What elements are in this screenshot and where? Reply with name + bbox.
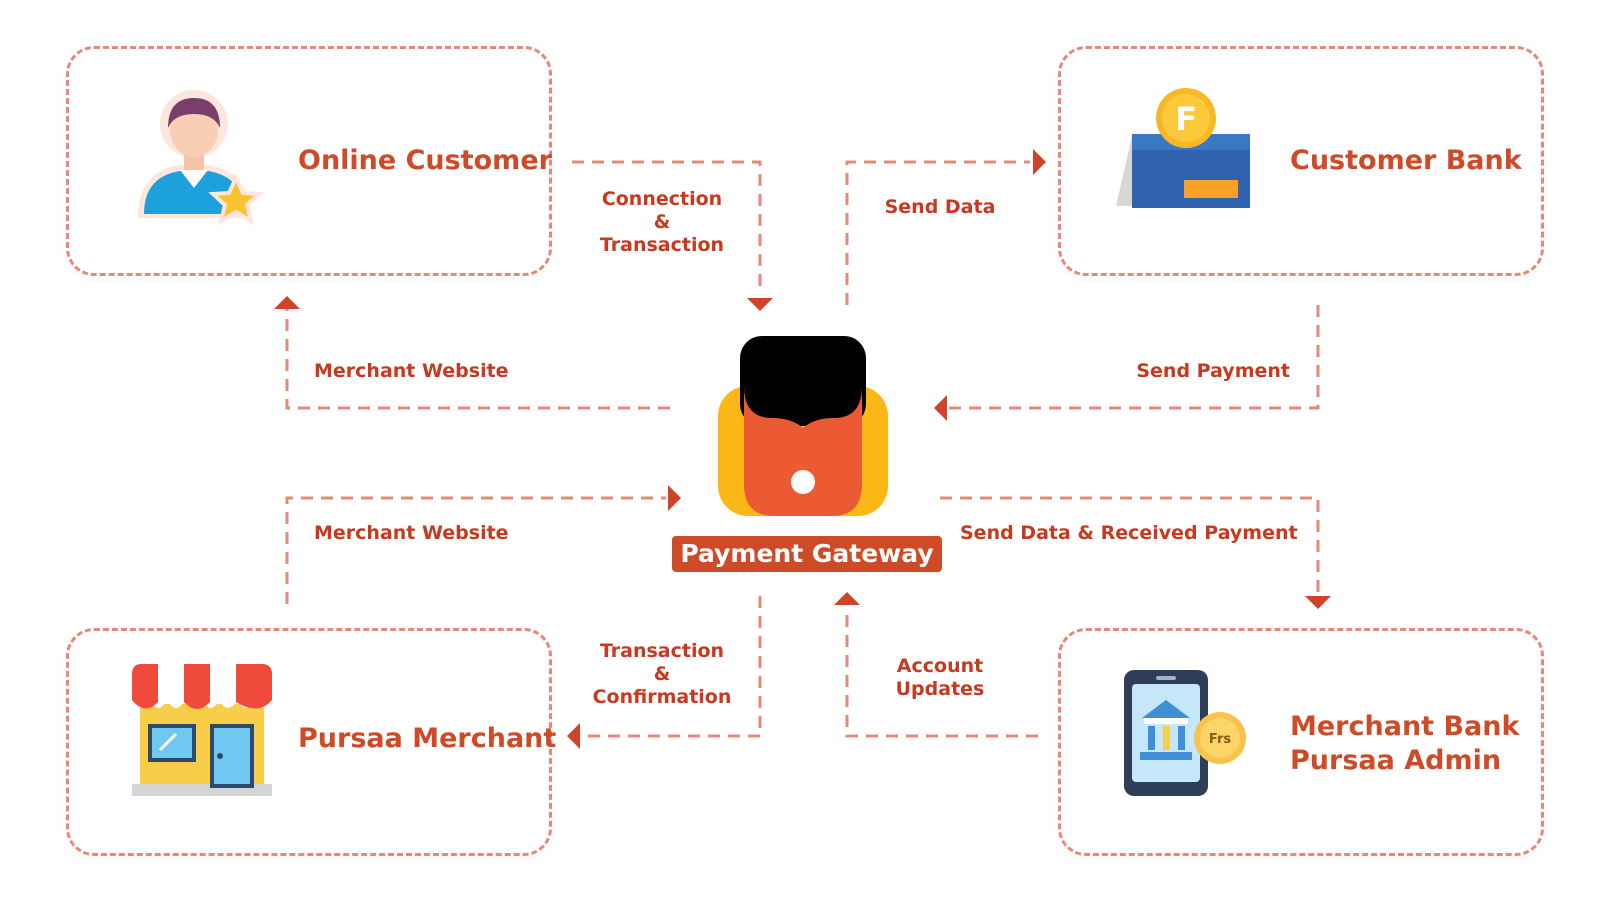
gateway-label: Payment Gateway (672, 536, 942, 572)
edge-label-send-data-received: Send Data & Received Payment (960, 522, 1298, 544)
customer-bank-title: Customer Bank (1290, 145, 1522, 176)
connector-send-data (845, 160, 1030, 305)
arrow-up-gateway-bottom (834, 592, 860, 605)
edge-label-connection: Connection & Transaction (582, 188, 742, 257)
connector-connection (572, 160, 762, 292)
mobile-bank-coin-icon: Frs (1124, 670, 1246, 796)
connection-line-1: Connection (601, 188, 723, 210)
connector-send-payment (948, 305, 1320, 410)
connector-merchant-website-top (285, 308, 670, 410)
edge-label-merchant-website-top: Merchant Website (314, 360, 509, 382)
transaction-line-1: Transaction (599, 640, 725, 662)
edge-label-account-updates: Account Updates (880, 655, 1000, 701)
arrow-left-gateway-right (934, 395, 947, 421)
connection-line-3: Transaction (599, 234, 725, 256)
edge-label-merchant-website-bottom: Merchant Website (314, 522, 509, 544)
pursaa-merchant-title: Pursaa Merchant (298, 723, 557, 754)
arrow-right-gateway-left (668, 485, 681, 511)
connector-transaction (582, 596, 762, 738)
wallet-icon (718, 336, 888, 516)
arrow-right-customer-bank (1033, 149, 1046, 175)
connection-line-2: & (653, 211, 671, 233)
user-star-icon (138, 90, 264, 226)
online-customer-title: Online Customer (298, 145, 552, 176)
arrow-up-online-customer (274, 296, 300, 309)
storefront-icon (132, 664, 272, 796)
transaction-line-2: & (653, 663, 671, 685)
online-customer-box (66, 46, 552, 276)
coin-letter: F (1175, 100, 1197, 138)
merchant-bank-title-line1: Merchant Bank (1290, 711, 1520, 742)
arrow-left-pursaa-merchant (567, 723, 580, 749)
bank-card-coin-icon: F (1116, 88, 1250, 208)
merchant-bank-title-line2: Pursaa Admin (1290, 745, 1502, 776)
transaction-line-3: Confirmation (592, 686, 732, 708)
account-line-1: Account (896, 655, 984, 677)
edge-label-transaction: Transaction & Confirmation (582, 640, 742, 709)
edge-label-send-data: Send Data (884, 196, 996, 218)
connector-send-data-received (940, 496, 1320, 595)
arrow-down-gateway-left (747, 298, 773, 311)
edge-label-send-payment: Send Payment (1136, 360, 1290, 382)
connector-account-updates (845, 608, 1038, 738)
coin-text: Frs (1209, 732, 1231, 747)
account-line-2: Updates (895, 678, 985, 700)
arrow-down-merchant-bank (1305, 596, 1331, 609)
connector-merchant-website-bottom (285, 496, 666, 604)
